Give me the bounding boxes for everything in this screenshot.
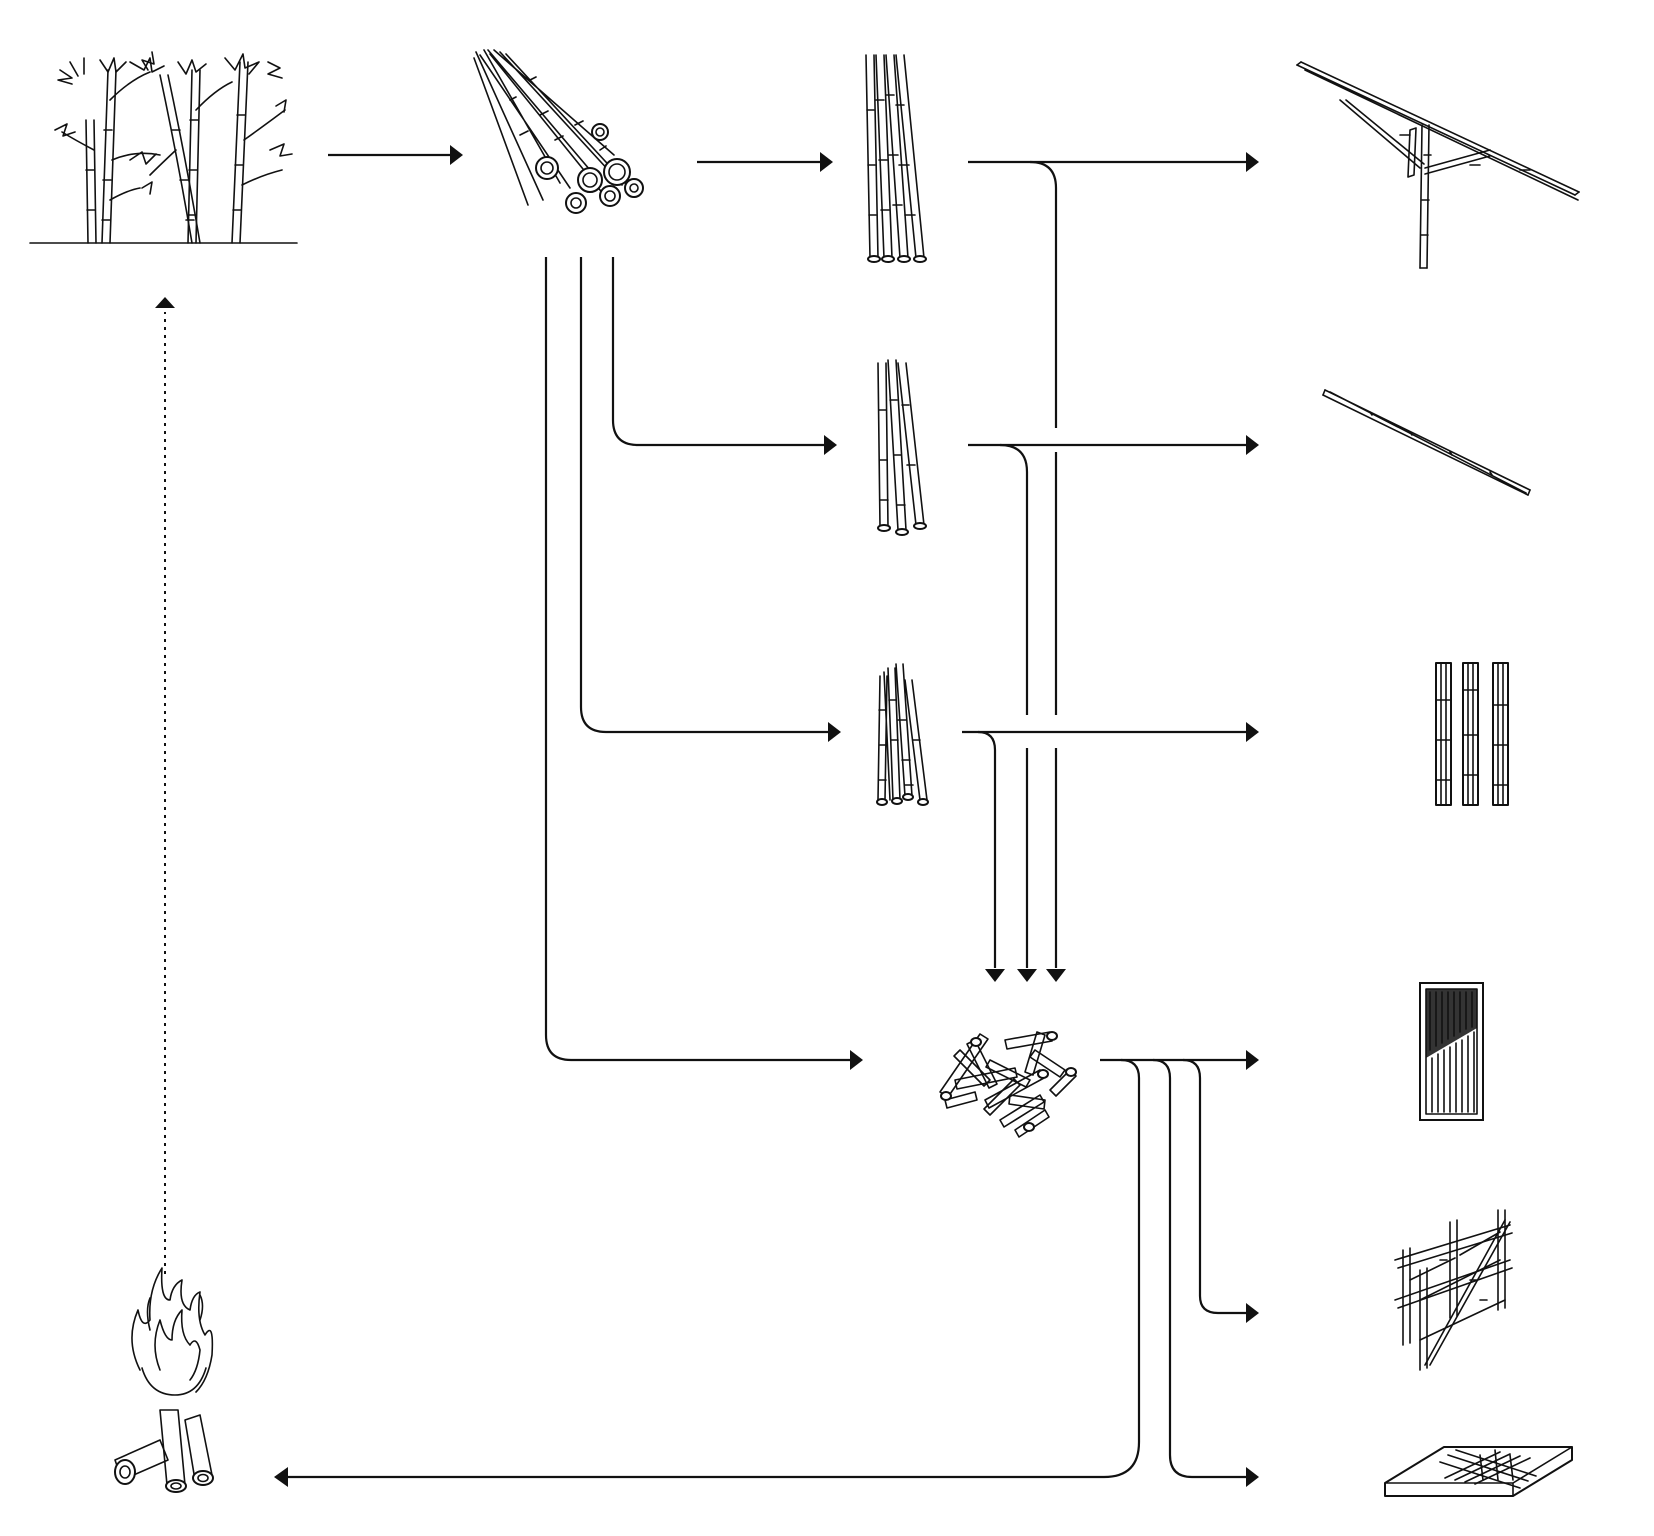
- edge-short-poles-to-offcuts: [977, 730, 997, 968]
- arrowhead: [1246, 152, 1259, 172]
- campfire-icon: [114, 1267, 214, 1493]
- edge-offcuts-to-burning: [286, 1058, 1141, 1479]
- edge-culms-to-medium-poles: [611, 257, 826, 447]
- arrowhead: [274, 1467, 288, 1487]
- arrowhead: [820, 152, 833, 172]
- edge-medium-poles-to-offcuts: [999, 443, 1029, 968]
- arrowhead: [850, 1050, 863, 1070]
- arrowhead: [155, 297, 175, 308]
- arrowhead: [1246, 1050, 1259, 1070]
- scaffold-frame-icon: [1394, 1209, 1513, 1371]
- bamboo-offcuts-pile-icon: [939, 1031, 1077, 1138]
- short-poles-icon: [876, 663, 929, 806]
- arrowhead: [1017, 969, 1037, 982]
- arrowhead: [1246, 1467, 1259, 1487]
- arrowhead: [1246, 1303, 1259, 1323]
- edge-culms-to-short-poles: [579, 257, 830, 734]
- arrowhead: [1246, 722, 1259, 742]
- arrowhead: [828, 722, 841, 742]
- woven-panel-icon: [1419, 982, 1484, 1121]
- edge-offcuts-to-floor: [1152, 1058, 1248, 1479]
- bamboo-beam-icon: [1322, 389, 1531, 496]
- flow-connectors: [155, 145, 1259, 1487]
- arrowhead: [985, 969, 1005, 982]
- roof-truss-icon: [1296, 61, 1580, 269]
- edge-full-poles-to-offcuts: [1029, 160, 1058, 968]
- arrowhead: [1046, 969, 1066, 982]
- full-length-poles-icon: [865, 54, 927, 263]
- medium-poles-icon: [877, 359, 927, 536]
- edge-offcuts-to-scaffold: [1182, 1058, 1248, 1315]
- bamboo-culm-bundle-icon: [473, 49, 644, 214]
- edge-culms-to-offcuts: [544, 257, 852, 1062]
- arrowhead: [824, 435, 837, 455]
- arrowhead: [450, 145, 463, 165]
- reinforced-slab-icon: [1384, 1446, 1573, 1497]
- arrowhead: [1246, 435, 1259, 455]
- bamboo-grove-icon: [29, 51, 298, 244]
- split-bamboo-columns-icon: [1435, 662, 1509, 806]
